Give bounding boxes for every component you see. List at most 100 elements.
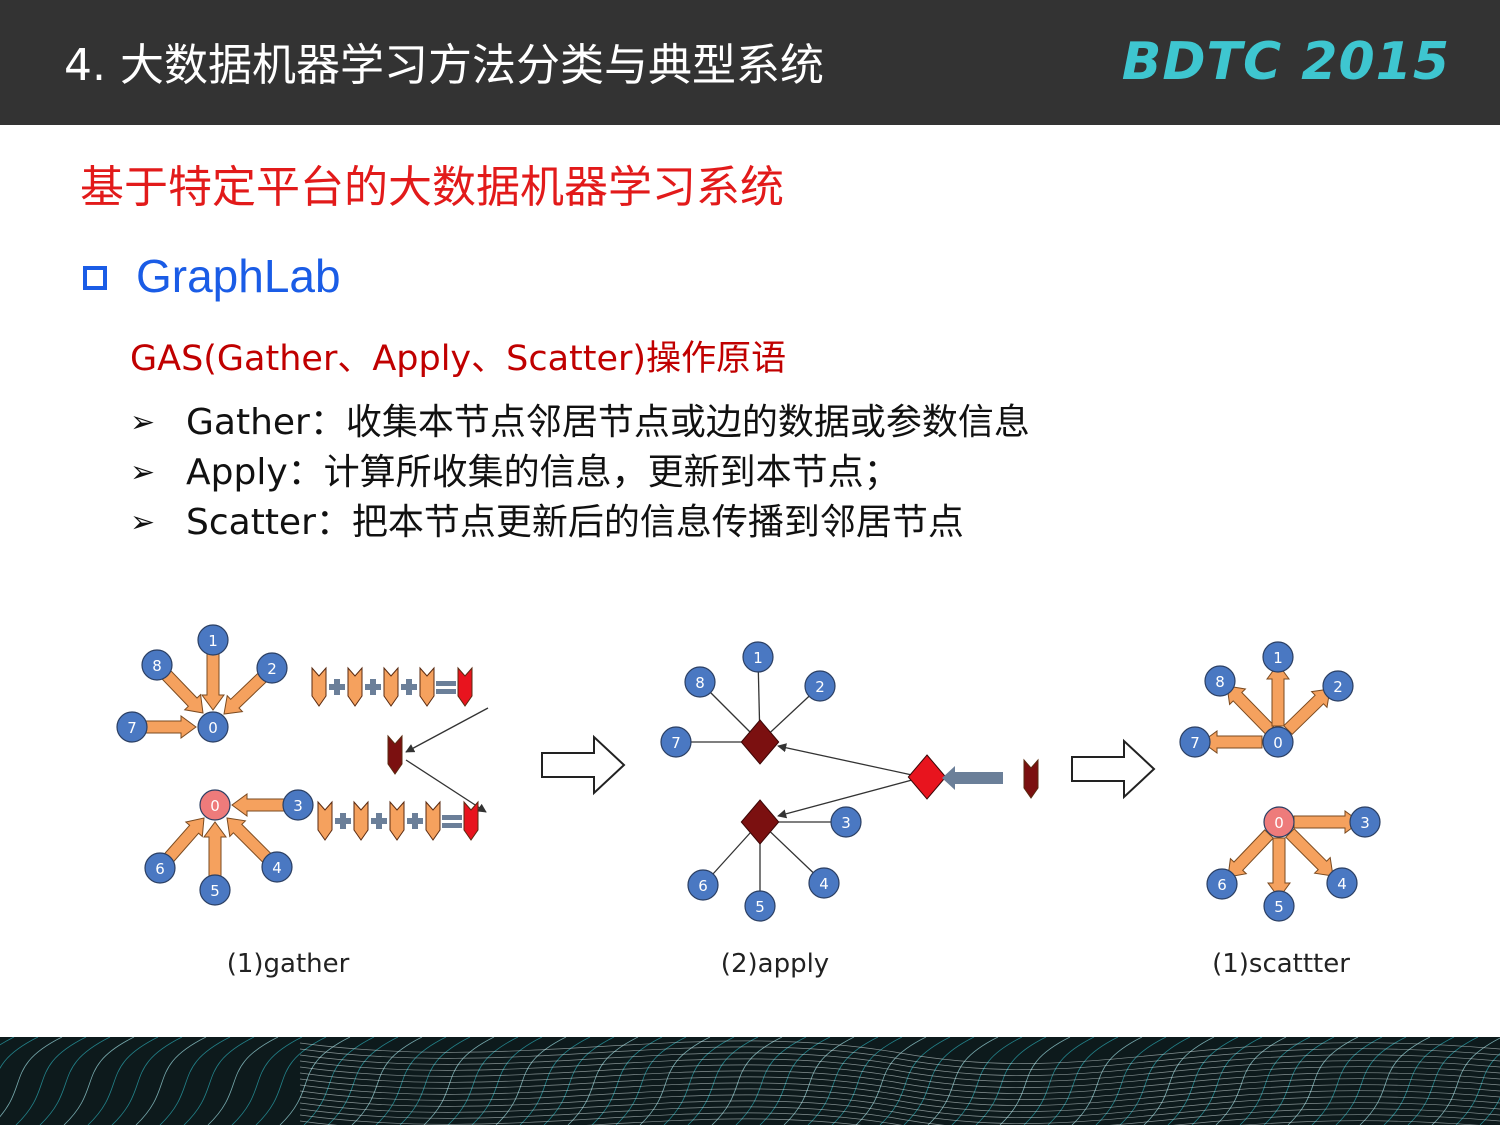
node-label: 8 (695, 674, 705, 692)
diamond-shape (740, 799, 780, 845)
gas-heading: GAS(Gather、Apply、Scatter)操作原语 (130, 339, 787, 379)
node-circle (116, 711, 148, 743)
wave-line (255, 1037, 327, 1125)
wave-line (87, 1037, 159, 1125)
node-label: 6 (698, 877, 708, 895)
node-circle (1204, 665, 1236, 697)
wave-line (351, 1037, 423, 1125)
diamond-shape (907, 754, 947, 800)
graph-node: 8 (141, 649, 173, 681)
graph-node: 1 (742, 641, 774, 673)
chevron-shape (419, 666, 435, 707)
graph-node: 8 (1204, 665, 1236, 697)
wave-line (207, 1037, 279, 1125)
caption-gather: (1)gather (226, 949, 350, 979)
big-step-arrow (541, 734, 626, 796)
node-circle (256, 652, 288, 684)
equals-bar (436, 689, 456, 694)
chevron-shape (463, 800, 479, 841)
wave-line (567, 1037, 639, 1125)
graph-node: 0 (1263, 806, 1295, 838)
wave-line (1095, 1037, 1167, 1125)
wave-line (783, 1037, 855, 1125)
gather-point: Gather：收集本节点邻居节点或边的数据或参数信息 (186, 402, 1030, 443)
chevron-shape (347, 666, 363, 707)
node-circle (1322, 670, 1354, 702)
wave-line (471, 1037, 543, 1125)
wave-line (519, 1037, 591, 1125)
chevron-shape (383, 666, 399, 707)
node-circle (1326, 867, 1358, 899)
chevron-shape (353, 800, 369, 841)
node-circle (1262, 641, 1294, 673)
plus-bar-v (370, 679, 376, 695)
graph-node: 6 (687, 869, 719, 901)
wave-line (1023, 1037, 1095, 1125)
node-circle (1206, 868, 1238, 900)
square-bullet-icon (83, 266, 107, 290)
graph-node: 3 (830, 806, 862, 838)
wave-mesh-line (299, 1106, 1500, 1125)
wave-line (495, 1037, 567, 1125)
orange-arrow (1266, 663, 1290, 727)
graph-node: 1 (197, 624, 229, 656)
node-label: 2 (815, 678, 825, 696)
orange-arrow (1267, 837, 1291, 899)
graph-node: 7 (116, 711, 148, 743)
wave-line (0, 1037, 63, 1118)
node-circle (144, 852, 176, 884)
node-circle (197, 624, 229, 656)
arrow-bullet-icon: ➢ (130, 455, 156, 490)
chevron-shape (425, 800, 441, 841)
wave-line (1287, 1037, 1359, 1125)
node-circle (1263, 806, 1295, 838)
arrow-bullet-icon: ➢ (130, 405, 156, 440)
connector-line (777, 779, 913, 819)
wave-mesh-line (299, 1094, 1500, 1118)
chevron-shape (457, 666, 473, 707)
node-label: 5 (755, 898, 765, 916)
equals-bar (442, 823, 462, 828)
node-label: 7 (1190, 734, 1200, 752)
wave-mesh-line (299, 1070, 1500, 1094)
wave-mesh-line (299, 1118, 1479, 1125)
caption-apply: (2)apply (720, 949, 830, 979)
plus-bar-v (334, 679, 340, 695)
chevron-shape (317, 800, 333, 841)
bdtc-logo: BDTC 2015 (1121, 32, 1450, 92)
node-label: 0 (1274, 814, 1284, 832)
plus-sign (371, 813, 387, 829)
steel-arrowhead (942, 766, 955, 790)
connector-line (777, 743, 913, 776)
wave-line (39, 1037, 111, 1125)
wave-line (1359, 1037, 1431, 1125)
wave-line (231, 1037, 303, 1125)
wave-line (1383, 1037, 1455, 1125)
graph-node: 2 (804, 670, 836, 702)
diamond-shape (740, 719, 780, 765)
wave-line (1407, 1037, 1479, 1125)
wave-mesh-line (299, 1112, 1500, 1125)
orange-arrow (1285, 828, 1334, 877)
wave-line (639, 1037, 711, 1125)
node-label: 0 (1273, 734, 1283, 752)
wave-line (111, 1037, 183, 1125)
wave-mesh-line (299, 1100, 1500, 1124)
wave-line (975, 1037, 1047, 1125)
wave-line (1215, 1037, 1287, 1125)
node-circle (660, 726, 692, 758)
node-label: 7 (671, 734, 681, 752)
graph-node: 7 (660, 726, 692, 758)
wave-line (1431, 1037, 1500, 1125)
equals-bar (436, 681, 456, 686)
wave-mesh-line (299, 1058, 1500, 1082)
graph-node: 0 (199, 789, 231, 821)
node-circle (804, 670, 836, 702)
wave-line (399, 1037, 471, 1125)
graph-node: 0 (197, 711, 229, 743)
node-label: 6 (1217, 876, 1227, 894)
wave-line (303, 1037, 375, 1125)
node-circle (197, 711, 229, 743)
orange-arrow (1226, 685, 1276, 735)
